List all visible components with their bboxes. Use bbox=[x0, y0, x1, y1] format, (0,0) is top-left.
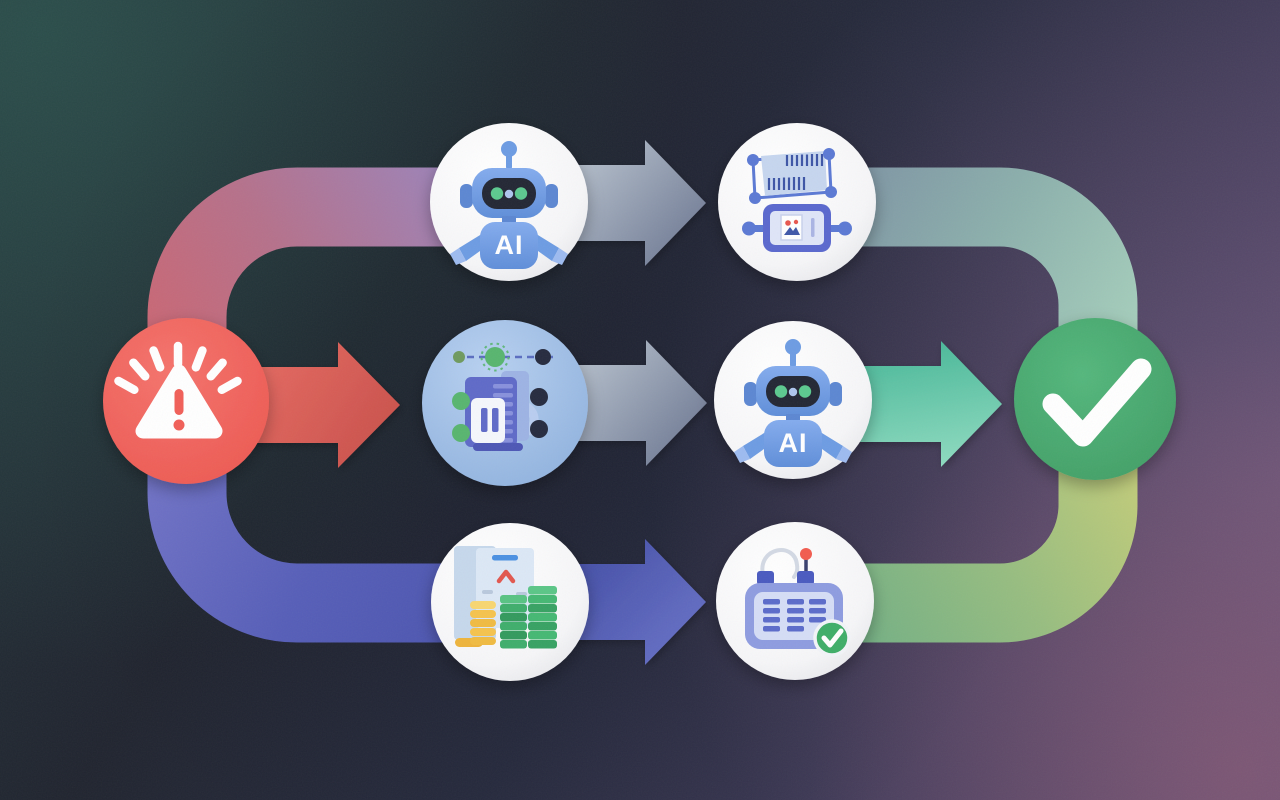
grain-overlay bbox=[0, 0, 1280, 800]
flow-diagram: AI bbox=[0, 0, 1280, 800]
flow-diagram-canvas: AI bbox=[0, 0, 1280, 800]
